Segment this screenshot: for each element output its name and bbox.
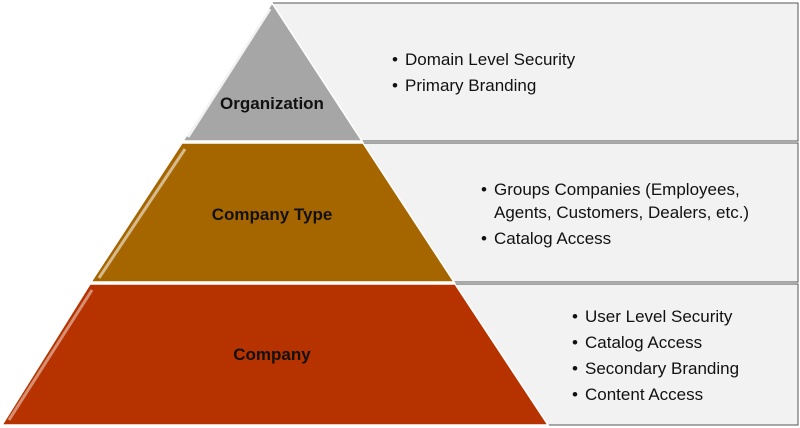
tier-organization-highlight [186, 8, 272, 138]
tier-company-highlight [7, 289, 94, 421]
tier-company-type [89, 142, 456, 283]
label-organization: Organization [220, 94, 324, 113]
bullet-list-company: • User Level Security • Catalog Access •… [572, 307, 739, 404]
bullet-item: Domain Level Security [405, 50, 576, 69]
bullet-dot: • [572, 385, 578, 404]
bullet-list-company-type: • Groups Companies (Employees, Agents, C… [481, 180, 749, 248]
bullet-dot: • [572, 307, 578, 326]
tier-organization [181, 1, 364, 142]
tier-company-type-highlight [97, 148, 187, 279]
panel-organization [271, 2, 799, 142]
bullet-dot: • [392, 50, 398, 69]
bullet-dot: • [572, 359, 578, 378]
bullet-item: Catalog Access [585, 333, 702, 352]
bullet-dot: • [572, 333, 578, 352]
bullet-item: Secondary Branding [585, 359, 739, 378]
bullet-item: Primary Branding [405, 76, 536, 95]
bullet-item: Catalog Access [494, 229, 611, 248]
bullet-dot: • [392, 76, 398, 95]
bullet-item-continuation: Agents, Customers, Dealers, etc.) [494, 203, 749, 222]
bullet-item: User Level Security [585, 307, 733, 326]
bullet-item: Groups Companies (Employees, [494, 180, 740, 199]
tier-company [0, 283, 550, 426]
bullet-dot: • [481, 229, 487, 248]
bullet-dot: • [481, 180, 487, 199]
label-company: Company [233, 345, 311, 364]
label-company-type: Company Type [212, 205, 333, 224]
bullet-item: Content Access [585, 385, 703, 404]
bullet-list-organization: • Domain Level Security • Primary Brandi… [392, 50, 576, 95]
